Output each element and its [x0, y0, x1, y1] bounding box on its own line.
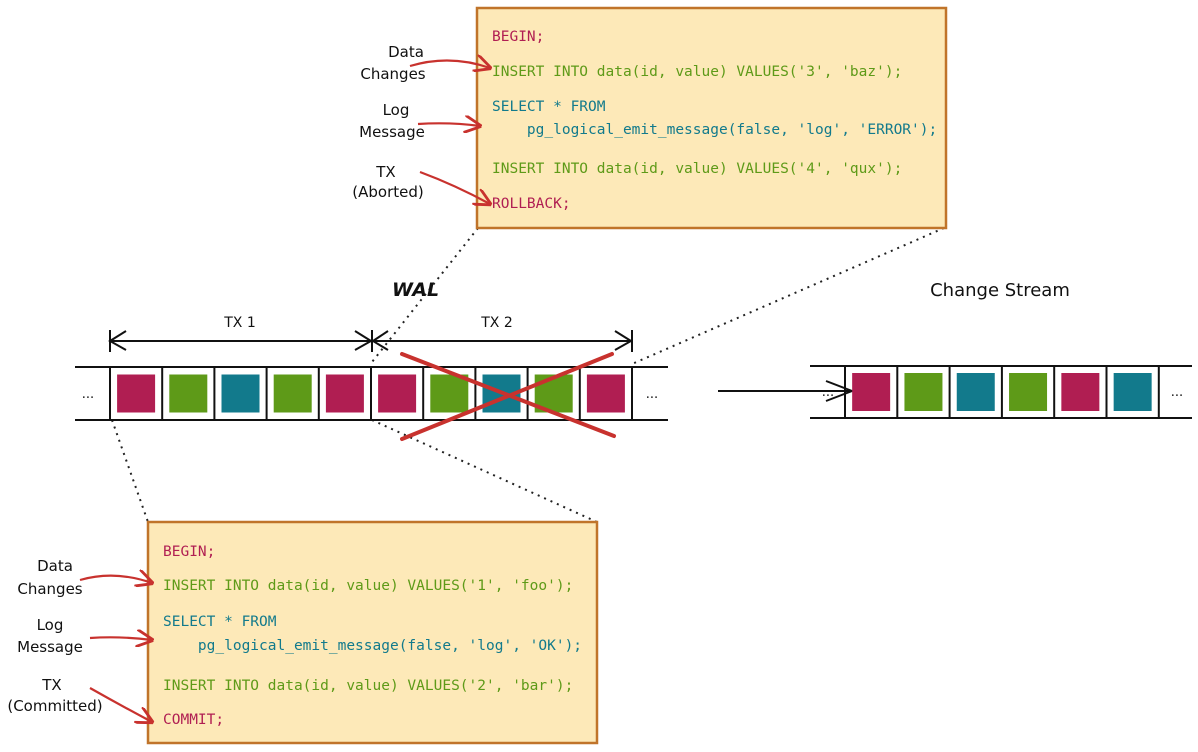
red-arrow-icon [409, 60, 490, 68]
wal-entry-green [273, 374, 312, 413]
change-stream-label: Change Stream [930, 280, 1070, 301]
tx2-box-background [475, 6, 948, 230]
tx1-connector-left [111, 419, 149, 523]
wal-entry-green [169, 374, 208, 413]
tx2-code-line: INSERT INTO data(id, value) VALUES('4', … [492, 161, 902, 177]
wal-entry-magenta [325, 374, 364, 413]
tx2-code-line: INSERT INTO data(id, value) VALUES('3', … [492, 64, 902, 80]
change-stream-strip: ... ... [810, 365, 1192, 419]
stream-entry-teal [1113, 373, 1152, 411]
tx1-annotation-arrows [79, 576, 152, 722]
annotation-data-changes-line2: Changes [17, 580, 82, 598]
wal-entry-magenta [586, 374, 625, 413]
tx2-aborted-cross-icon [400, 352, 616, 441]
red-arrow-icon [79, 576, 152, 583]
tx1-code-line: INSERT INTO data(id, value) VALUES('1', … [163, 578, 573, 594]
annotation-log-message-line2: Message [17, 638, 83, 656]
tx1-code-line: SELECT * FROM [163, 614, 277, 630]
tx2-connector-left [371, 227, 479, 363]
tx2-connector-right [631, 227, 945, 365]
annotation-log-message-line2: Message [359, 123, 425, 141]
annotation-tx-line2: (Aborted) [352, 183, 423, 201]
annotation-data-changes-line1: Data [388, 43, 424, 61]
stream-entry-teal [956, 373, 995, 411]
tx2-annotation-arrows [409, 60, 490, 204]
tx2-annotations: Data Changes Log Message TX (Aborted) [352, 43, 426, 201]
tx2-code-line: ROLLBACK; [492, 196, 571, 212]
tx1-label: TX 1 [223, 315, 256, 331]
zoom-connector-lines [111, 227, 945, 523]
stream-entry-green [1009, 373, 1048, 411]
wal-ellipsis-left: ... [82, 387, 94, 402]
stream-ellipsis-right: ... [1171, 385, 1183, 400]
annotation-tx-line1: TX [375, 163, 395, 181]
tx2-label: TX 2 [480, 315, 513, 331]
red-arrow-icon [89, 687, 152, 722]
tx1-code-line: INSERT INTO data(id, value) VALUES('2', … [163, 678, 573, 694]
annotation-tx-line1: TX [41, 676, 61, 694]
tx1-box-background [146, 520, 599, 745]
wal-label: WAL [392, 279, 439, 301]
stream-ellipsis-left: ... [822, 385, 834, 400]
red-arrow-icon [419, 170, 490, 204]
tx1-code-line: BEGIN; [163, 544, 215, 560]
stream-arrowhead-icon [825, 380, 855, 402]
tx2-code-line: SELECT * FROM [492, 99, 606, 115]
tx-range-arrows [108, 330, 633, 352]
tx1-code-line: pg_logical_emit_message(false, 'log', 'O… [163, 638, 582, 654]
wal-entry-magenta [378, 374, 417, 413]
wal-entry-magenta [117, 374, 156, 413]
stream-entry-green [904, 373, 943, 411]
tx1-connector-right [371, 419, 598, 523]
annotation-tx-line2: (Committed) [7, 697, 102, 715]
annotation-log-message-line1: Log [37, 616, 64, 634]
tx2-code-line: pg_logical_emit_message(false, 'log', 'E… [492, 122, 937, 138]
wal-strip: ... ... [75, 366, 668, 421]
annotation-data-changes-line2: Changes [360, 65, 425, 83]
red-arrow-icon [417, 123, 480, 126]
stream-entry-magenta [852, 373, 891, 411]
wal-entry-green [430, 374, 469, 413]
tx2-left-arrowhead-icon [371, 330, 389, 351]
tx1-code-box: BEGIN; INSERT INTO data(id, value) VALUE… [146, 520, 599, 745]
tx1-code-line: COMMIT; [163, 712, 224, 728]
cross-stroke [400, 352, 614, 441]
red-arrow-icon [89, 637, 152, 640]
stream-entry-magenta [1061, 373, 1100, 411]
wal-entry-teal [221, 374, 260, 413]
annotation-log-message-line1: Log [383, 101, 410, 119]
tx2-code-line: BEGIN; [492, 29, 544, 45]
tx1-annotations: Data Changes Log Message TX (Committed) [7, 557, 102, 715]
tx2-code-box: BEGIN; INSERT INTO data(id, value) VALUE… [475, 6, 948, 230]
wal-ellipsis-right: ... [646, 387, 658, 402]
annotation-data-changes-line1: Data [37, 557, 73, 575]
stream-arrow [718, 380, 855, 402]
